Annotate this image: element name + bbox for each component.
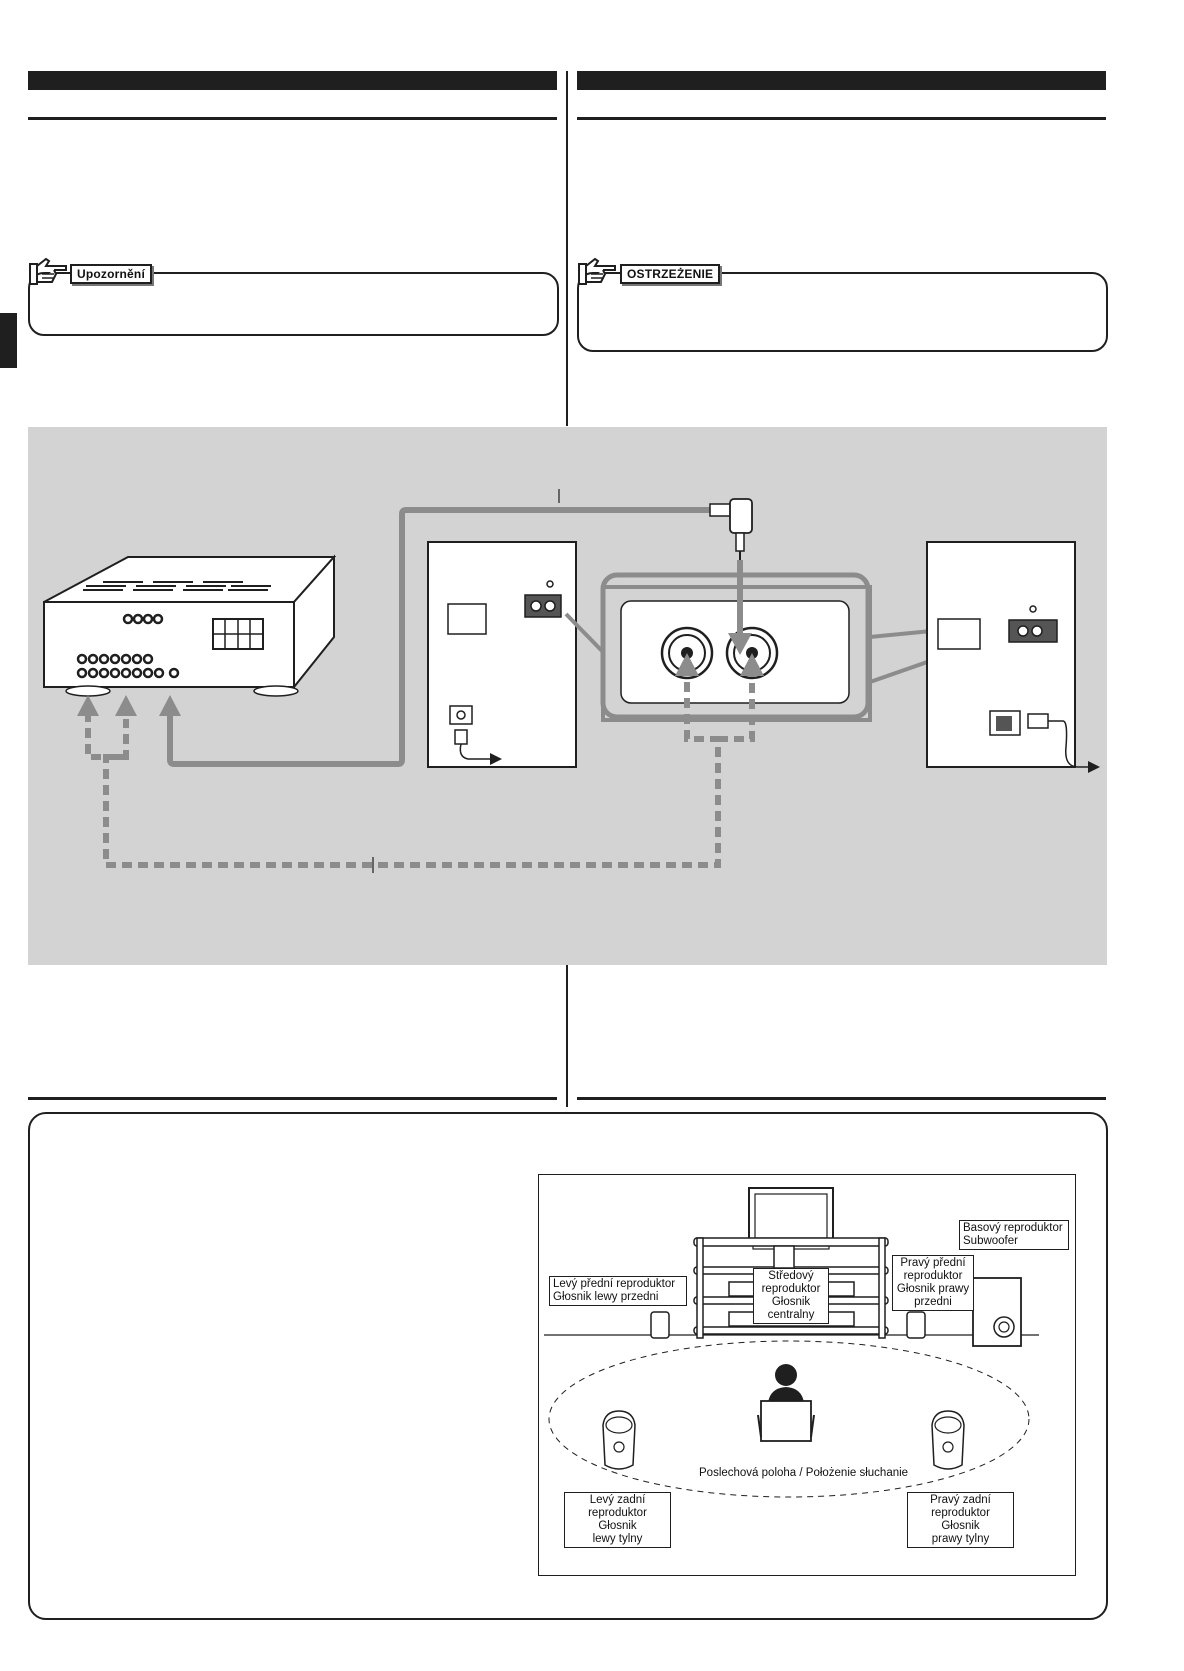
center-label-line: reproduktor [761, 1283, 821, 1295]
caution-label-left: Upozornění [70, 264, 152, 284]
tv-icon [748, 1187, 834, 1250]
listener-icon [757, 1364, 815, 1442]
right-section-rule [577, 117, 1106, 120]
right-lower-rule [577, 1097, 1106, 1100]
rear-right-label-line: reproduktor [931, 1507, 990, 1519]
front-right-label-line: Pravý přední [900, 1257, 966, 1269]
center-label-line: Středový [768, 1270, 814, 1282]
front-left-label-line: Głosnik lewy przedni [553, 1291, 659, 1303]
pointing-hand-icon [577, 255, 617, 287]
column-divider-bottom [566, 965, 568, 1107]
front-right-label: Pravý přední reproduktor Głosnik prawy p… [892, 1255, 974, 1311]
center-label-line: centralny [767, 1309, 815, 1321]
subwoofer-unit-right [926, 541, 1100, 773]
speaker-layout-box [28, 1112, 1108, 1620]
rear-left-label: Levý zadní reproduktor Głosnik lewy tyln… [564, 1492, 671, 1548]
pointing-hand-icon [28, 255, 68, 287]
caution-label-right: OSTRZEŻENIE [620, 264, 721, 284]
connection-diagram [28, 427, 1107, 965]
left-section-rule [28, 117, 557, 120]
front-left-speaker-icon [650, 1311, 670, 1339]
subwoofer-unit-left [427, 541, 577, 768]
rear-right-speaker-icon [931, 1410, 965, 1470]
front-right-label-line: Głosnik prawy [896, 1283, 970, 1295]
front-left-label: Levý přední reproduktor Głosnik lewy prz… [549, 1276, 687, 1306]
caution-box-right [577, 272, 1108, 352]
rear-right-label-line: prawy tylny [931, 1533, 990, 1545]
center-label-line: Głosnik [771, 1296, 811, 1308]
subwoofer-label-line: Basový reproduktor [963, 1222, 1063, 1234]
speaker-layout-figure: Basový reproduktor Subwoofer Levý přední… [538, 1174, 1076, 1576]
front-right-speaker-icon [906, 1311, 926, 1339]
av-receiver [43, 554, 337, 697]
column-divider-top [566, 71, 568, 426]
rear-right-label-line: Głosnik [941, 1520, 980, 1532]
listening-position-label: Poslechová poloha / Położenie słuchanie [699, 1467, 909, 1479]
left-lower-rule [28, 1097, 557, 1100]
subwoofer-label-line: Subwoofer [963, 1235, 1018, 1247]
front-left-label-line: Levý přední reproduktor [553, 1278, 676, 1290]
rear-left-label-line: Levý zadní [589, 1494, 646, 1506]
rear-left-speaker-icon [602, 1410, 636, 1470]
rear-left-label-line: reproduktor [588, 1507, 647, 1519]
front-right-label-line: przedni [914, 1296, 952, 1308]
rear-right-label: Pravý zadní reproduktor Głosnik prawy ty… [907, 1492, 1014, 1548]
rear-left-label-line: lewy tylny [592, 1533, 643, 1545]
right-header-bar [577, 71, 1106, 90]
subwoofer-icon [972, 1277, 1022, 1347]
subwoofer-label: Basový reproduktor Subwoofer [959, 1220, 1069, 1250]
rear-right-label-line: Pravý zadní [930, 1494, 991, 1506]
side-tab [0, 313, 17, 368]
rca-plug [709, 498, 753, 560]
left-header-bar [28, 71, 557, 90]
rear-left-label-line: Głosnik [598, 1520, 637, 1532]
center-label: Středový reproduktor Głosnik centralny [753, 1268, 829, 1324]
front-right-label-line: reproduktor [903, 1270, 963, 1282]
